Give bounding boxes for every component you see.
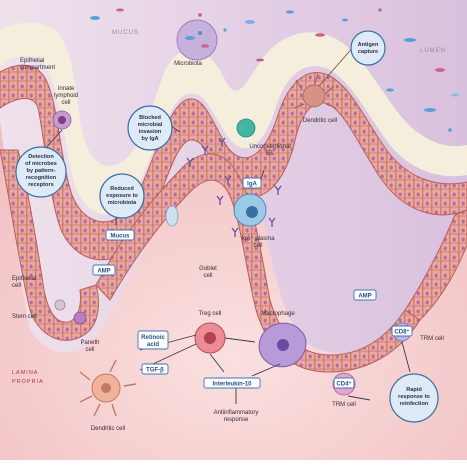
epithelial-compartment-label-1: Epithelial xyxy=(20,58,44,64)
microbiota-label: Microbiota xyxy=(174,61,202,67)
mucus-box: Mucus xyxy=(105,229,135,241)
dendritic-cell-bottom-label: Dendritic cell xyxy=(91,426,125,432)
amp-right-box: AMP xyxy=(353,289,377,301)
svg-text:Interleukin-10: Interleukin-10 xyxy=(212,382,252,388)
svg-text:of microbes: of microbes xyxy=(25,161,57,167)
iga-plasma-label-2: cell xyxy=(253,243,262,249)
svg-text:Detection: Detection xyxy=(28,154,54,160)
svg-text:Mucus: Mucus xyxy=(110,234,130,240)
svg-text:recognition: recognition xyxy=(26,175,57,181)
callout-detection: Detection of microbes by pattern- recogn… xyxy=(15,146,67,198)
callout-rapid-response: Rapid response to reinfection xyxy=(389,373,439,423)
microbe-rod-2 xyxy=(201,44,209,48)
svg-text:AMP: AMP xyxy=(358,294,371,300)
amp-left-box: AMP xyxy=(92,264,116,276)
svg-text:by pattern-: by pattern- xyxy=(27,168,56,174)
lamina-label-1: LAMINA xyxy=(12,370,38,376)
stem-cell-label: Stem cell xyxy=(12,314,37,320)
svg-text:Retinoic: Retinoic xyxy=(141,335,165,341)
svg-text:exposure to: exposure to xyxy=(106,193,138,199)
svg-text:Rapid: Rapid xyxy=(406,387,422,393)
iga-box: IgA xyxy=(242,177,262,189)
innate-lymphoid-label-3: cell xyxy=(61,100,70,106)
callout-antigen-capture: Antigen capture xyxy=(350,30,386,66)
lumen-region-label: LUMEN xyxy=(420,48,446,54)
right-villus-epithelium xyxy=(404,209,467,321)
svg-text:microbial: microbial xyxy=(138,122,163,128)
svg-text:CD8⁺: CD8⁺ xyxy=(394,329,409,336)
paneth-cell xyxy=(73,311,87,325)
innate-lymphoid-label-1: Innate xyxy=(58,86,75,92)
antigen-capture-pointer xyxy=(319,44,356,86)
iga-plasma-nucleus xyxy=(246,206,258,218)
retinoic-acid-box: Retinoic acid xyxy=(137,330,169,350)
iga-antibodies xyxy=(186,137,282,237)
goblet-label-1: Goblet xyxy=(199,266,217,272)
interleukin-10-box: Interleukin-10 xyxy=(203,377,261,389)
treg-cell-label: Treg cell xyxy=(199,311,222,317)
treg-nucleus xyxy=(204,332,216,344)
svg-text:reinfection: reinfection xyxy=(400,401,429,407)
antiinflammatory-label-2: response xyxy=(224,417,249,423)
svg-text:TGF-β: TGF-β xyxy=(146,368,164,374)
trm-cell-bottom-label: TRM cell xyxy=(332,402,356,408)
goblet-cell xyxy=(165,205,179,227)
unconventional-iel-label-1: Unconventional xyxy=(249,144,290,150)
stem-cell xyxy=(54,299,66,311)
tgf-beta-box: TGF-β xyxy=(141,363,169,375)
epithelial-cell-label-2: cell xyxy=(12,283,21,289)
macrophage-nucleus xyxy=(277,339,289,351)
goblet-label-2: cell xyxy=(203,273,212,279)
dendritic-cell-top xyxy=(302,84,326,108)
microbe-coccus xyxy=(198,31,202,35)
cd8-box: CD8⁺ xyxy=(391,325,413,337)
paneth-label-1: Paneth xyxy=(80,340,99,346)
mucus-layer xyxy=(0,22,467,215)
lamina-label-2: PROPRIA xyxy=(12,379,44,385)
dendritic-cell-top-processes xyxy=(293,73,337,109)
antiinflammatory-label-1: Antiinflammatory xyxy=(214,410,259,416)
svg-text:by IgA: by IgA xyxy=(141,136,158,142)
microbe-rod-1 xyxy=(185,36,195,40)
microbiota-circle xyxy=(176,19,218,61)
svg-text:CD4⁺: CD4⁺ xyxy=(336,381,351,388)
svg-text:Antigen: Antigen xyxy=(358,42,379,48)
cd4-box: CD4⁺ xyxy=(333,377,355,389)
epithelial-compartment-label-2: compartment xyxy=(20,65,55,71)
callout-blocked-invasion: Blocked microbial invasion by IgA xyxy=(127,105,173,151)
svg-text:receptors: receptors xyxy=(28,182,54,188)
svg-text:invasion: invasion xyxy=(139,129,162,135)
dendritic-cell-bottom-nucleus xyxy=(101,383,111,393)
epithelial-cell-label-1: Epithelial xyxy=(12,276,36,282)
svg-text:microbiota: microbiota xyxy=(108,200,137,206)
innate-lymphoid-nucleus xyxy=(58,116,66,124)
mucus-region-label: MUCUS xyxy=(112,30,139,36)
macrophage-label: Macrophage xyxy=(261,311,295,317)
trm-cell-right-label: TRM cell xyxy=(420,336,444,342)
svg-text:AMP: AMP xyxy=(97,269,110,275)
dendritic-cell-top-label: Dendritic cell xyxy=(303,118,337,124)
unconventional-iel xyxy=(236,118,256,138)
svg-text:IgA: IgA xyxy=(247,182,257,188)
microbe-particles xyxy=(90,8,459,132)
iga-plasma-label-1: IgA⁺ plasma xyxy=(241,235,275,242)
svg-text:acid: acid xyxy=(147,342,159,348)
svg-text:response to: response to xyxy=(398,394,430,400)
svg-text:Reduced: Reduced xyxy=(110,186,134,192)
innate-lymphoid-label-2: lymphoid xyxy=(54,93,78,99)
svg-text:Blocked: Blocked xyxy=(139,115,161,121)
unconventional-iel-label-2: IEL xyxy=(265,151,275,157)
paneth-label-2: cell xyxy=(85,347,94,353)
dendritic-cell-bottom-processes xyxy=(79,359,137,417)
svg-text:capture: capture xyxy=(358,49,378,55)
callout-reduced-exposure: Reduced exposure to microbiota xyxy=(99,173,145,219)
